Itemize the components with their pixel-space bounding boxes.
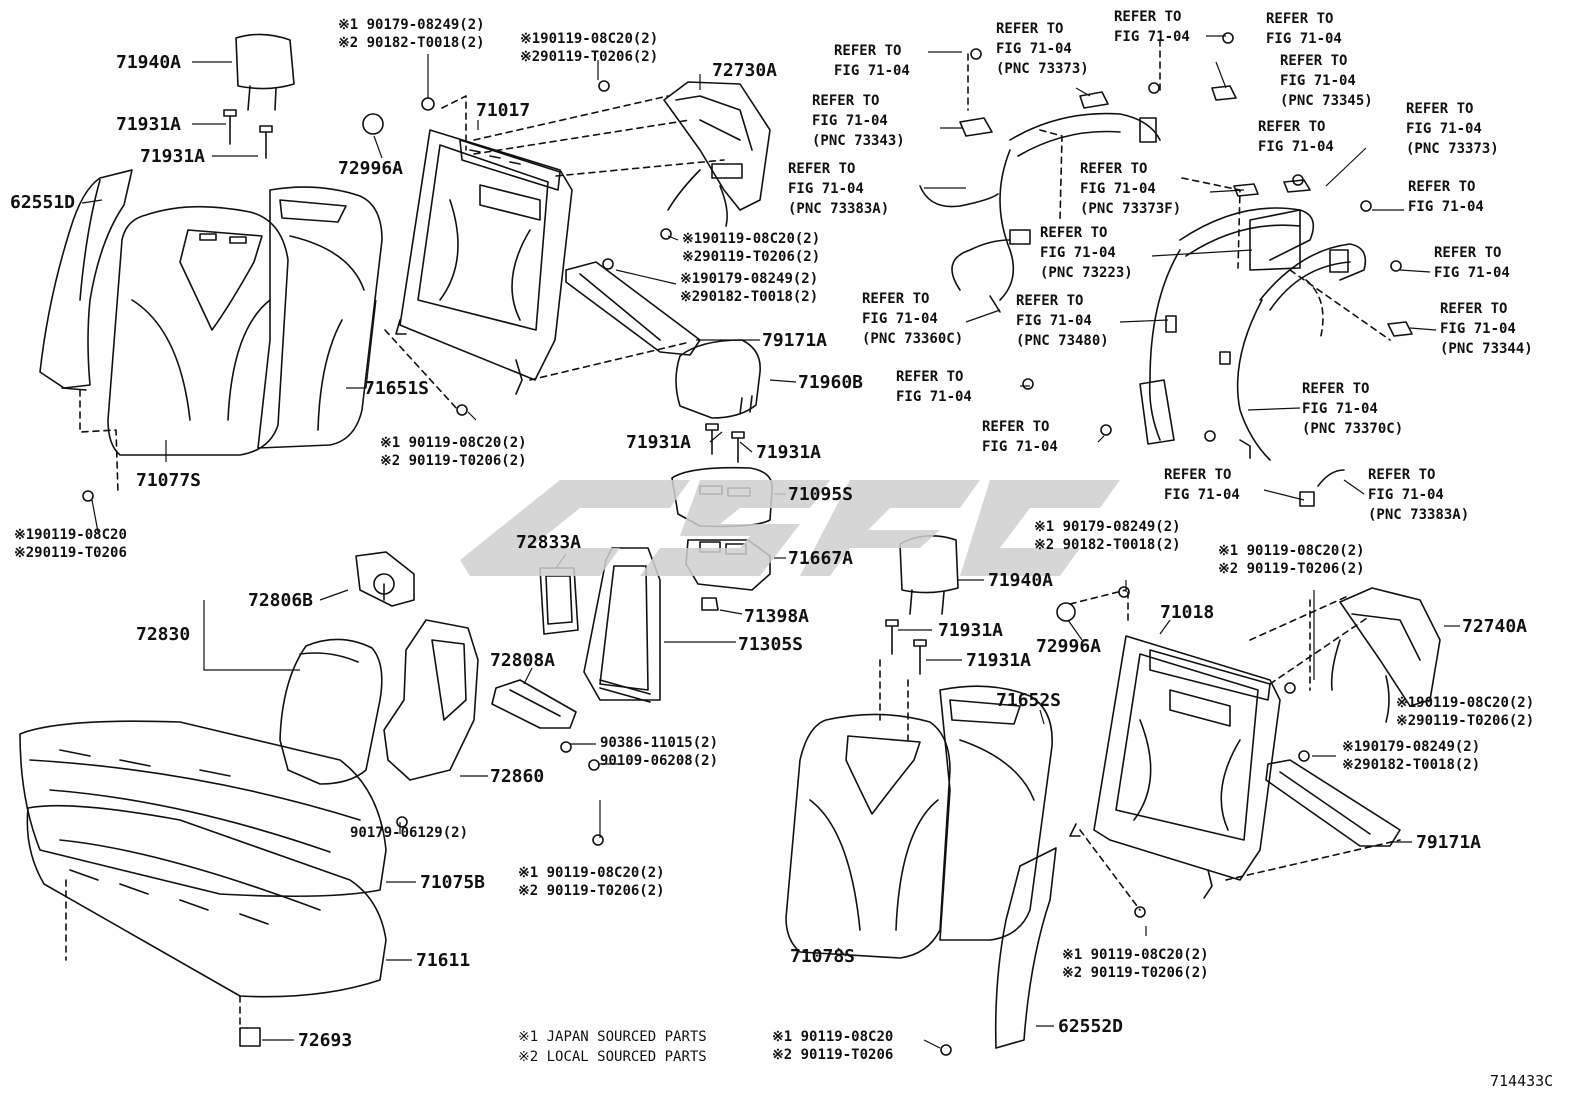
part-label: 62551D	[10, 192, 76, 213]
part-label: 72806B	[248, 590, 314, 611]
part-label: 71931A	[756, 442, 822, 463]
part-label: 71017	[476, 100, 531, 121]
part-label: 62552D	[1058, 1016, 1124, 1037]
fastener-label: ※190119-08C20(2)※290119-T0206(2)	[1396, 695, 1535, 729]
part-label: 72833A	[516, 532, 582, 553]
watermark-logo	[460, 480, 1120, 576]
part-label: 71667A	[788, 548, 854, 569]
part-label: 71931A	[116, 114, 182, 135]
fastener-label: ※1 90119-08C20(2)※2 90119-T0206(2)	[1062, 947, 1209, 981]
part-label: 71931A	[140, 146, 206, 167]
part-label: 71075B	[420, 872, 486, 893]
part-label: 72830	[136, 624, 191, 645]
legend-local: ※2 LOCAL SOURCED PARTS	[518, 1049, 707, 1065]
part-label: 72996A	[1036, 636, 1102, 657]
part-label: 71611	[416, 950, 471, 971]
part-label: 71077S	[136, 470, 202, 491]
part-label: 71940A	[988, 570, 1054, 591]
part-label: 71940A	[116, 52, 182, 73]
part-label: 71960B	[798, 372, 864, 393]
fastener-label: ※1 90119-08C20(2)※2 90119-T0206(2)	[518, 865, 665, 899]
fastener-label: 90386-11015(2)90109-06208(2)	[600, 735, 719, 769]
part-label: 79171A	[762, 330, 828, 351]
fastener-label: ※190119-08C20(2)※290119-T0206(2)	[682, 231, 821, 265]
fastener-label: ※1 90119-08C20※2 90119-T0206	[772, 1029, 894, 1063]
part-label: 71931A	[626, 432, 692, 453]
legend: ※1 JAPAN SOURCED PARTS ※2 LOCAL SOURCED …	[518, 1030, 707, 1064]
part-label: 71651S	[364, 378, 430, 399]
part-label: 72693	[298, 1030, 353, 1051]
part-label: 72860	[490, 766, 545, 787]
part-label: 72996A	[338, 158, 404, 179]
part-label: 71931A	[938, 620, 1004, 641]
fastener-label: ※190119-08C20(2)※290119-T0206(2)	[520, 31, 659, 65]
part-label: 72808A	[490, 650, 556, 671]
fastener-label: ※190179-08249(2)※290182-T0018(2)	[1342, 739, 1481, 773]
part-label: 71018	[1160, 602, 1215, 623]
part-label: 71652S	[996, 690, 1062, 711]
fastener-label: ※1 90179-08249(2)※2 90182-T0018(2)	[1034, 519, 1181, 553]
fastener-label: ※1 90119-08C20(2)※2 90119-T0206(2)	[380, 435, 527, 469]
part-label: 71398A	[744, 606, 810, 627]
diagram-id: 714433C	[1490, 1072, 1554, 1090]
part-label: 71095S	[788, 484, 854, 505]
fastener-label: 90179-06129(2)	[350, 825, 469, 841]
legend-japan: ※1 JAPAN SOURCED PARTS	[518, 1029, 707, 1045]
part-label: 72740A	[1462, 616, 1528, 637]
part-label: 79171A	[1416, 832, 1482, 853]
part-label: 71078S	[790, 946, 856, 967]
fastener-label: ※190179-08249(2)※290182-T0018(2)	[680, 271, 819, 305]
fastener-label: ※1 90179-08249(2)※2 90182-T0018(2)	[338, 17, 485, 51]
part-label: 71305S	[738, 634, 804, 655]
fastener-label: ※1 90119-08C20(2)※2 90119-T0206(2)	[1218, 543, 1365, 577]
part-label: 72730A	[712, 60, 778, 81]
part-label: 71931A	[966, 650, 1032, 671]
fastener-label: ※190119-08C20※290119-T0206	[14, 527, 127, 561]
